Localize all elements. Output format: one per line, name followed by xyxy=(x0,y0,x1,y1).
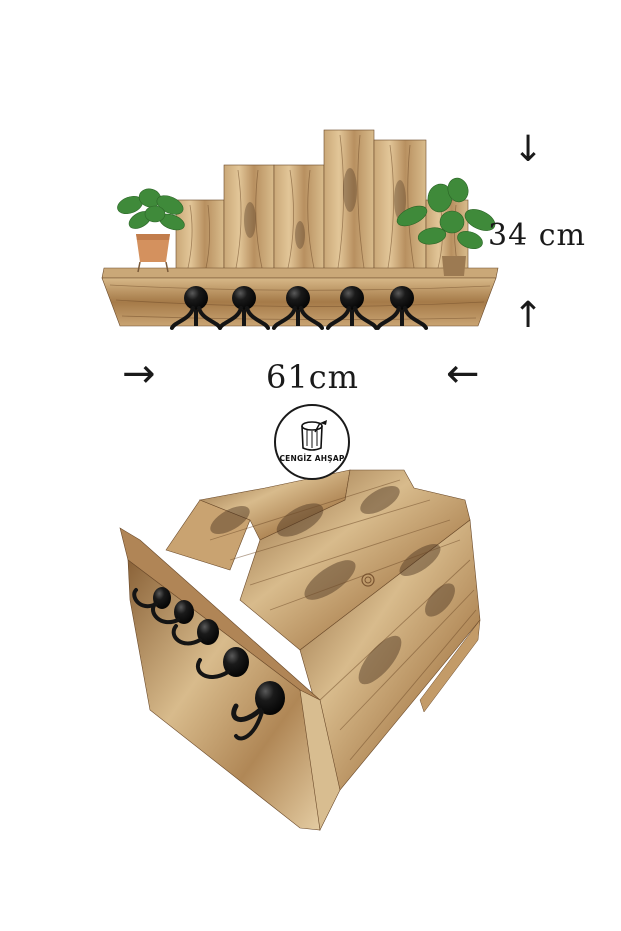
wood-stump-icon xyxy=(301,420,327,451)
hook-row-angled xyxy=(132,587,285,741)
shelf-angled-view xyxy=(119,469,481,831)
height-dimension-label: 34 cm xyxy=(488,218,586,253)
back-panel xyxy=(175,129,469,273)
potted-plant-left xyxy=(117,188,185,273)
hook-row-front xyxy=(170,286,428,330)
hook xyxy=(218,286,270,330)
arrow-right-icon: → xyxy=(122,351,156,397)
hook xyxy=(196,647,249,679)
hook xyxy=(376,286,428,330)
width-dimension-label: 61cm xyxy=(266,358,359,396)
hook xyxy=(151,600,194,624)
arrow-left-icon: ← xyxy=(446,351,480,397)
brand-logo: CENGİZ AHŞAP xyxy=(274,404,350,480)
hook xyxy=(272,286,324,330)
brand-name: CENGİZ AHŞAP xyxy=(279,454,345,463)
arrow-up-icon: ↑ xyxy=(513,295,544,336)
arrow-down-icon: ↓ xyxy=(513,129,544,170)
hook xyxy=(326,286,378,330)
potted-plant-right xyxy=(396,177,496,276)
hook xyxy=(171,619,219,646)
hook xyxy=(231,681,285,741)
